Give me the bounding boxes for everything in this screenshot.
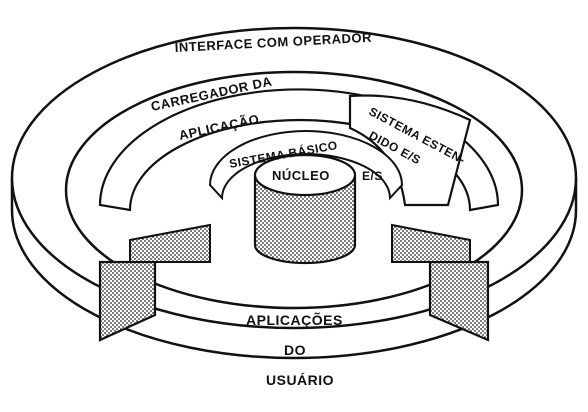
- label-user-apps-line1: APLICAÇÕES: [246, 311, 343, 328]
- core-cylinder-top: [253, 153, 357, 197]
- right-cutaway-step: [391, 223, 471, 263]
- label-user-apps-line2: DO: [284, 342, 306, 358]
- left-cutaway-step: [129, 223, 211, 263]
- label-core: NÚCLEO: [272, 168, 330, 183]
- extended-io-segment: [348, 94, 472, 207]
- core-cylinder-body: [253, 175, 357, 265]
- label-user-apps-line3: USUÁRIO: [266, 372, 334, 388]
- basic-system-ring: [208, 130, 404, 201]
- label-es: E/S: [362, 169, 383, 183]
